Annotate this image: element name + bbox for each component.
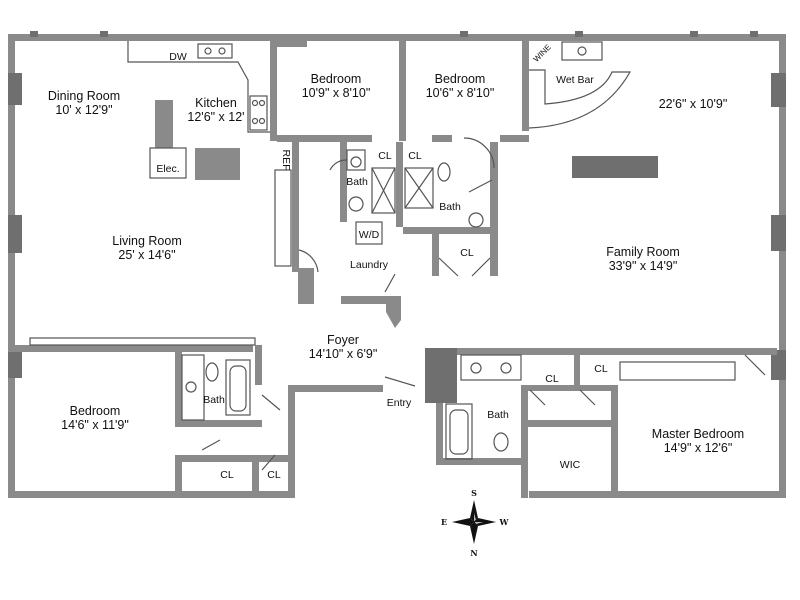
bath-fixtures	[181, 149, 522, 460]
room-dims: 22'6" x 10'9"	[659, 97, 728, 111]
room-name: Foyer	[327, 333, 359, 347]
kitchen-fixtures	[127, 41, 292, 267]
room-name: Master Bedroom	[652, 427, 744, 441]
room-dims: 10' x 12'9"	[55, 103, 112, 117]
room-dims: 10'6" x 8'10"	[426, 86, 495, 100]
wine-label: WINE	[532, 43, 553, 64]
doors	[29, 137, 766, 471]
interior-walls	[8, 41, 777, 498]
compass-n: N	[470, 548, 477, 558]
closet-label: CL	[594, 363, 608, 375]
room-dims: 14'6" x 11'9"	[61, 418, 129, 432]
room-dims: 14'9" x 12'6"	[664, 441, 733, 455]
fixture-labels: DW WINE Wet Bar Elec. REF CL CL Bath Bat…	[156, 43, 608, 481]
room-name: Bedroom	[311, 72, 362, 86]
bath-label: Bath	[203, 394, 225, 406]
closet-label: CL	[460, 247, 474, 259]
ref-label: REF	[280, 150, 292, 171]
dw-label: DW	[169, 51, 187, 63]
room-dims: 10'9" x 8'10"	[302, 86, 371, 100]
elec-label: Elec.	[156, 163, 179, 175]
room-foyer: Foyer 14'10" x 6'9"	[309, 333, 378, 361]
closet-label: CL	[267, 469, 281, 481]
room-name: Family Room	[606, 245, 680, 259]
kitchen-sink	[197, 43, 233, 59]
room-bar-area: 22'6" x 10'9"	[659, 97, 728, 111]
room-kitchen: Kitchen 12'6" x 12'	[187, 96, 244, 124]
wet-bar	[528, 41, 632, 129]
bath-label: Bath	[439, 201, 461, 213]
wet-bar-label: Wet Bar	[556, 74, 594, 86]
room-name: Bedroom	[435, 72, 486, 86]
room-dims: 12'6" x 12'	[187, 110, 244, 124]
compass-s: S	[471, 488, 477, 498]
wic-label: WIC	[560, 459, 581, 471]
closet-label: CL	[408, 150, 422, 162]
compass-w: W	[499, 517, 510, 527]
room-name: Bedroom	[70, 404, 121, 418]
room-master-bedroom: Master Bedroom 14'9" x 12'6"	[652, 427, 744, 455]
room-dims: 33'9" x 14'9"	[609, 259, 678, 273]
room-dims: 14'10" x 6'9"	[309, 347, 378, 361]
room-living: Living Room 25' x 14'6"	[112, 234, 181, 262]
closet-label: CL	[378, 150, 392, 162]
bath-label: Bath	[346, 176, 368, 188]
room-name: Dining Room	[48, 89, 120, 103]
compass-e: E	[441, 517, 447, 527]
cooktop	[249, 95, 268, 131]
closet-label: CL	[545, 373, 559, 385]
room-bedroom-3: Bedroom 14'6" x 11'9"	[61, 404, 129, 432]
room-name: Living Room	[112, 234, 181, 248]
room-name: Kitchen	[195, 96, 237, 110]
exterior-walls	[8, 31, 786, 498]
compass-rose: S N E W	[441, 488, 510, 558]
room-family: Family Room 33'9" x 14'9"	[606, 245, 680, 273]
room-dims: 25' x 14'6"	[118, 248, 175, 262]
room-bedroom-1: Bedroom 10'9" x 8'10"	[302, 72, 371, 100]
room-dining: Dining Room 10' x 12'9"	[48, 89, 120, 117]
entry-label: Entry	[387, 397, 412, 409]
bath-label: Bath	[487, 409, 509, 421]
closet-label: CL	[220, 469, 234, 481]
wd-label: W/D	[359, 229, 380, 241]
laundry-label: Laundry	[350, 259, 389, 271]
room-bedroom-2: Bedroom 10'6" x 8'10"	[426, 72, 495, 100]
